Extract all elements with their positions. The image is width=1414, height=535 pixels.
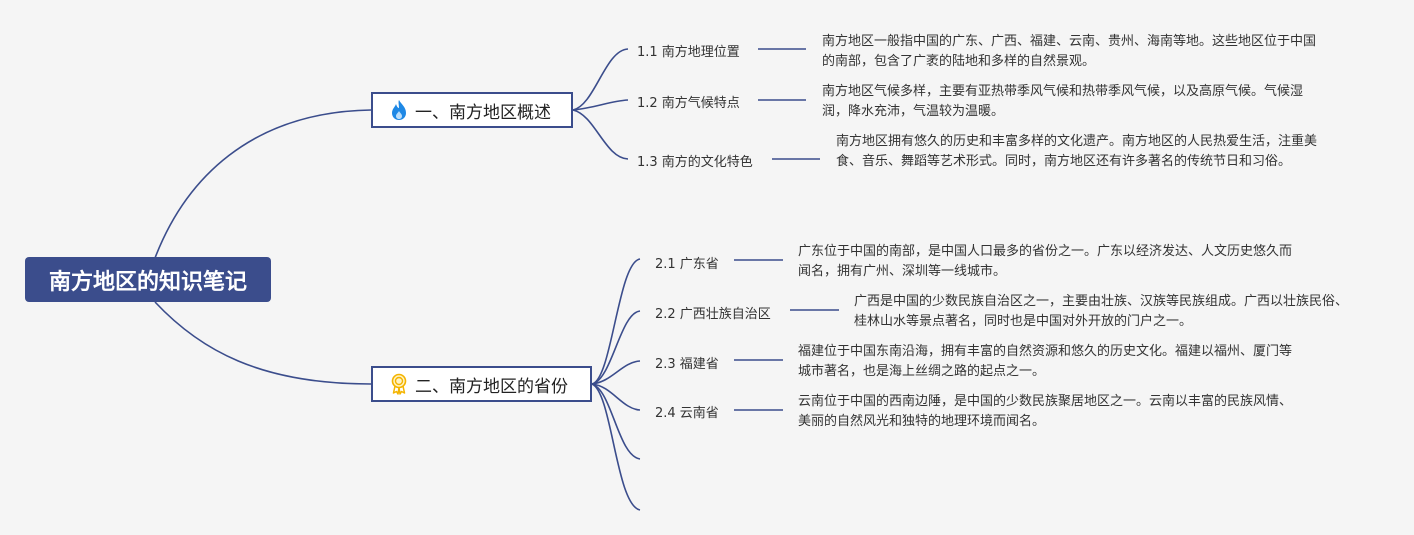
desc-1-1: 南方地区一般指中国的广东、广西、福建、云南、贵州、海南等地。这些地区位于中国的南… bbox=[822, 34, 1317, 69]
desc-2-3: 福建位于中国东南沿海，拥有丰富的自然资源和悠久的历史文化。福建以福州、厦门等城市… bbox=[798, 344, 1293, 379]
connector-section-2-sub-6 bbox=[591, 383, 641, 511]
desc-1-2: 南方地区气候多样，主要有亚热带季风气候和热带季风气候，以及高原气候。气候湿润，降… bbox=[822, 84, 1304, 119]
fire-icon bbox=[389, 99, 409, 121]
connector-section-2-sub-1 bbox=[591, 258, 641, 385]
connector-section-2-sub-2 bbox=[591, 310, 641, 385]
subtopic-1-1[interactable]: 1.1 南方地理位置 bbox=[637, 45, 740, 60]
connector-section-1-sub-3 bbox=[572, 109, 629, 160]
section-1-topic[interactable]: 一、南方地区概述 bbox=[371, 92, 573, 128]
subtopic-1-2[interactable]: 1.2 南方气候特点 bbox=[637, 96, 740, 111]
section-2-topic[interactable]: 二、南方地区的省份 bbox=[371, 366, 592, 402]
subtopic-2-2[interactable]: 2.2 广西壮族自治区 bbox=[655, 307, 771, 322]
root-topic[interactable]: 南方地区的知识笔记 bbox=[25, 257, 271, 302]
root-topic-label: 南方地区的知识笔记 bbox=[48, 269, 247, 295]
desc-2-1: 广东位于中国的南部，是中国人口最多的省份之一。广东以经济发达、人文历史悠久而闻名… bbox=[798, 244, 1293, 279]
desc-1-3: 南方地区拥有悠久的历史和丰富多样的文化遗产。南方地区的人民热爱生活，注重美食、音… bbox=[836, 134, 1318, 169]
connector-section-2-sub-3 bbox=[591, 360, 641, 385]
award-medal-icon bbox=[389, 373, 409, 395]
connector-section-1-sub-1 bbox=[572, 48, 629, 111]
connector-section-2-sub-4 bbox=[591, 383, 641, 411]
section-1-label: 一、南方地区概述 bbox=[415, 102, 551, 123]
subtopic-2-1[interactable]: 2.1 广东省 bbox=[655, 257, 719, 272]
desc-2-4: 云南位于中国的西南边陲，是中国的少数民族聚居地区之一。云南以丰富的民族风情、美丽… bbox=[798, 394, 1293, 429]
subtopic-2-4[interactable]: 2.4 云南省 bbox=[655, 406, 719, 421]
section-2-label: 二、南方地区的省份 bbox=[415, 376, 568, 397]
connector-section-2-sub-5 bbox=[591, 383, 641, 460]
connector-root-section-1 bbox=[154, 109, 372, 259]
subtopic-1-3[interactable]: 1.3 南方的文化特色 bbox=[637, 155, 753, 170]
connector-root-section-2 bbox=[154, 301, 372, 385]
connector-section-1-sub-2 bbox=[572, 99, 629, 111]
subtopic-2-3[interactable]: 2.3 福建省 bbox=[655, 357, 719, 372]
desc-2-2: 广西是中国的少数民族自治区之一，主要由壮族、汉族等民族组成。广西以壮族民俗、桂林… bbox=[854, 294, 1349, 329]
